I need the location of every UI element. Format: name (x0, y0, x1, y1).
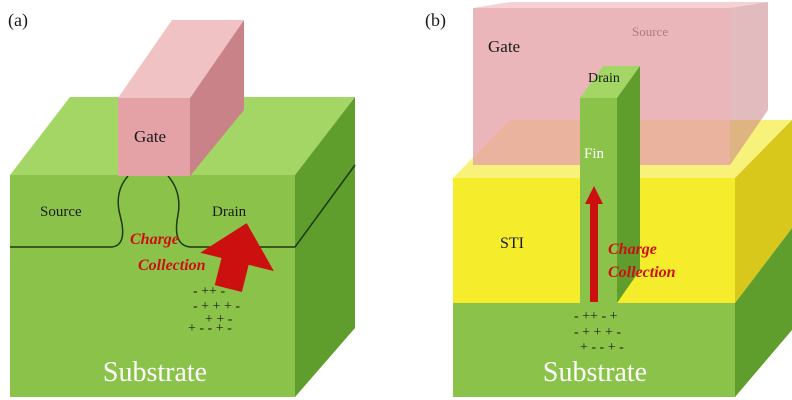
charge-row-a-1: - ++ - (193, 284, 225, 299)
gate-b-side (730, 2, 768, 165)
gate-b-label: Gate (488, 37, 520, 56)
sti-side (735, 120, 792, 303)
charge-arrow-b-head (585, 186, 603, 204)
sti-label: STI (500, 235, 524, 252)
charge-row-a-3: + + - (205, 312, 233, 327)
gate-a-side (190, 20, 244, 176)
charge-row-a-4: + - - + - (188, 321, 232, 336)
substrate-a-side (295, 97, 355, 397)
source-a-label: Source (40, 204, 82, 220)
charge-row-b-1: - ++ - + (574, 309, 618, 324)
charge-arrow-a (200, 223, 274, 292)
substrate-b-front (453, 303, 735, 397)
substrate-a-front (10, 175, 295, 397)
gate-b-top (473, 2, 768, 8)
charge-line2-b: Collection (608, 264, 676, 281)
drain-b-label: Drain (588, 71, 620, 86)
substrate-b-label: Substrate (543, 357, 647, 388)
gate-a-label: Gate (134, 127, 166, 146)
fin-top (580, 66, 640, 98)
panel-b: (b) Gate Source Drain Fin STI Charge Col… (425, 2, 792, 397)
drain-a-label: Drain (212, 204, 247, 220)
panel-a: (a) Gate Source Drain Charge Collection … (8, 10, 356, 397)
charge-line1-a: Charge (130, 231, 179, 248)
substrate-b-side (735, 228, 792, 397)
charge-row-b-3: + - - + - (580, 340, 624, 355)
charge-row-b-2: - + + + - (574, 325, 621, 340)
charge-carriers-a: - ++ - - + + + - + + - + - - + - (188, 284, 240, 336)
charge-arrow-b-shaft (590, 200, 598, 302)
charge-line1-b: Charge (608, 241, 657, 258)
charge-carriers-b: - ++ - + - + + + - + - - + - (574, 309, 624, 355)
fin-side (617, 66, 640, 303)
charge-row-a-2: - + + + - (193, 299, 240, 314)
panel-a-tag: (a) (8, 10, 28, 31)
gate-a-front (118, 98, 190, 176)
junction-outline-a (10, 164, 356, 248)
gate-a-top (118, 20, 244, 98)
substrate-a-label: Substrate (103, 357, 207, 388)
source-b-label: Source (632, 24, 668, 39)
panel-b-tag: (b) (425, 10, 446, 31)
charge-line2-a: Collection (138, 257, 206, 274)
fin-label: Fin (584, 146, 605, 162)
